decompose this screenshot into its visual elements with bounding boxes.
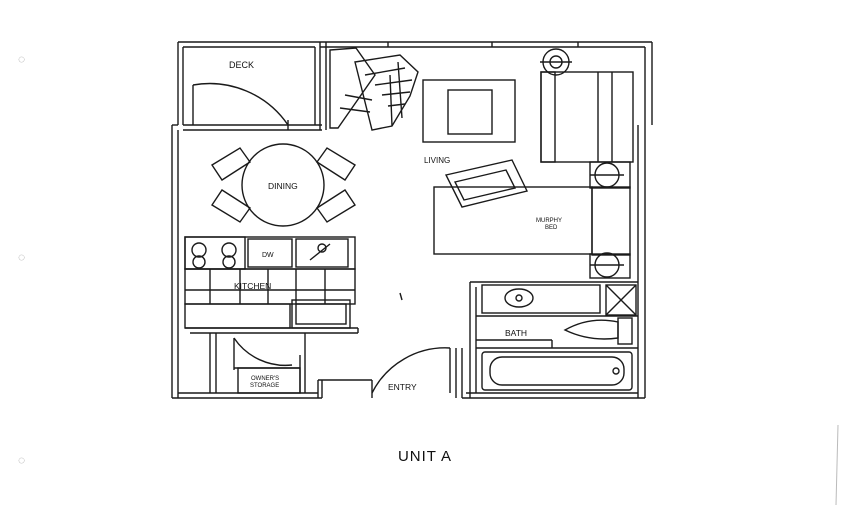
binder-hole-icon: ◌ [18, 453, 26, 467]
murphy-bed [433, 161, 631, 279]
label-storage-1: OWNER'S [251, 376, 279, 382]
dining-set [211, 143, 356, 227]
fireplace [329, 47, 419, 131]
label-murphy-bed-2: BED [545, 225, 558, 231]
label-dining: DINING [268, 181, 298, 191]
label-dw: DW [262, 252, 274, 259]
deck-door [192, 82, 289, 130]
label-murphy-bed-1: MURPHY [536, 218, 562, 224]
label-entry: ENTRY [388, 382, 417, 392]
binder-hole-icon: ◌ [18, 52, 26, 66]
label-bath: BATH [505, 328, 527, 338]
label-deck: DECK [229, 60, 254, 70]
floor-lamp-top [540, 48, 572, 76]
bathroom [469, 281, 638, 398]
sofa [540, 71, 634, 163]
label-storage-2: STORAGE [250, 383, 279, 389]
coffee-table [422, 79, 516, 143]
armchair [444, 159, 529, 208]
entry-door [371, 292, 463, 398]
label-kitchen: KITCHEN [234, 281, 271, 291]
kitchen [184, 236, 358, 334]
unit-title: UNIT A [397, 448, 453, 465]
owners-storage [209, 333, 372, 398]
binder-hole-icon: ◌ [18, 250, 26, 264]
exterior-walls [171, 41, 653, 399]
label-living: LIVING [424, 156, 450, 165]
